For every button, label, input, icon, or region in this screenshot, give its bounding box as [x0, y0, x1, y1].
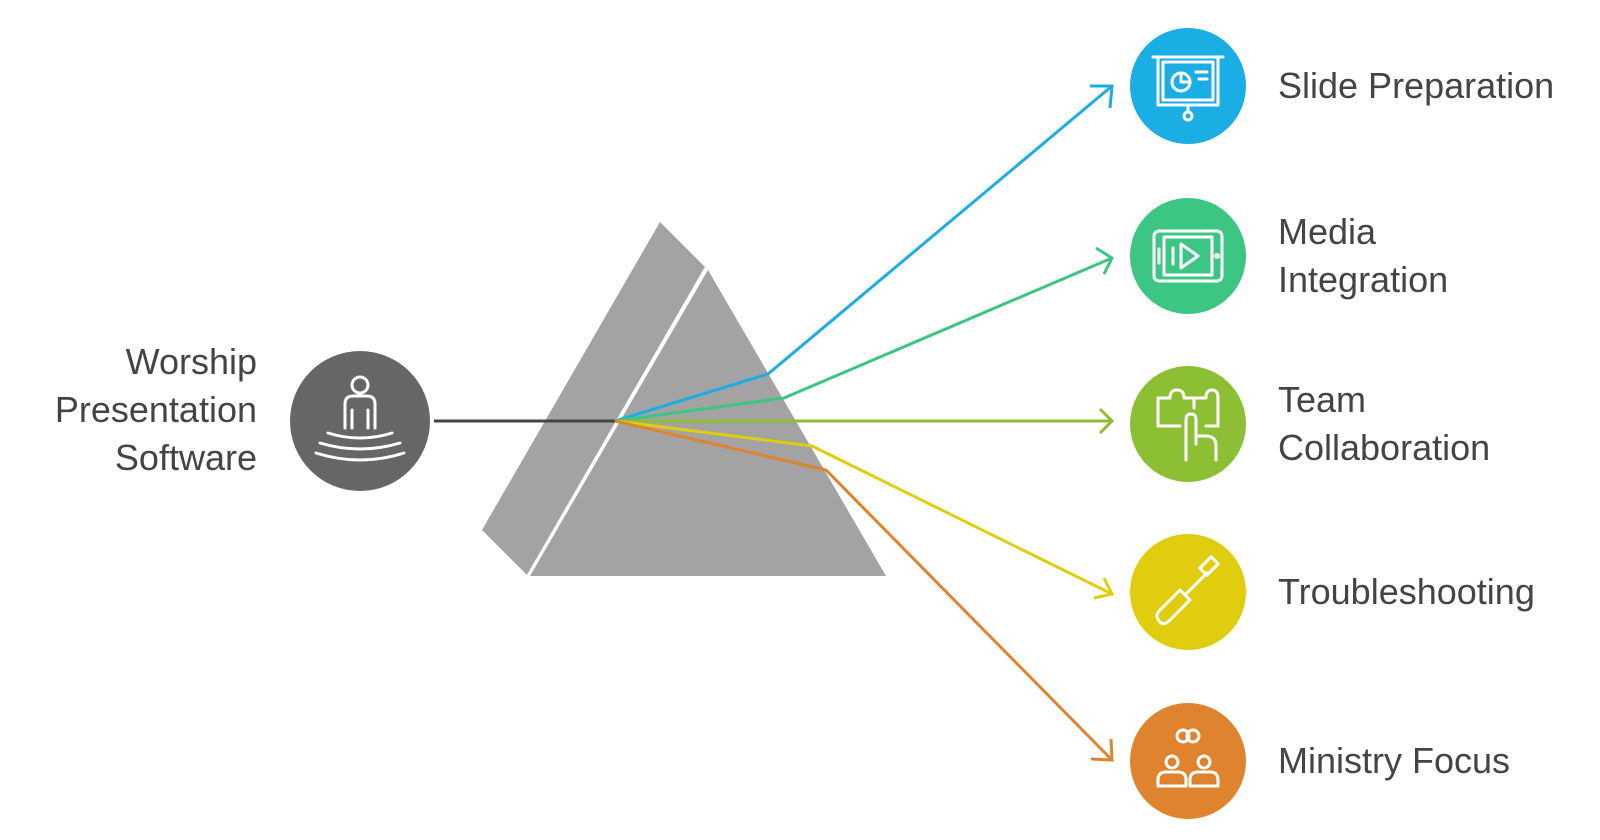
- presentation-board-icon: [1151, 55, 1225, 122]
- source-label-line: Software: [114, 437, 257, 478]
- output-node-media-integration: [1130, 198, 1246, 314]
- beam-media-integration: [614, 256, 1113, 423]
- output-node-slide-preparation: [1130, 28, 1246, 144]
- beam-ministry-focus: [614, 419, 1114, 762]
- team-collaboration-circle: [1130, 366, 1246, 482]
- label-troubleshooting: Troubleshooting: [1278, 568, 1535, 616]
- label-slide-preparation: Slide Preparation: [1278, 62, 1554, 110]
- label-team-collaboration: Team Collaboration: [1278, 376, 1490, 472]
- arrowhead-media-integration: [1095, 246, 1114, 275]
- arrowhead-troubleshooting: [1093, 577, 1115, 600]
- meditation-person-icon: [314, 375, 406, 462]
- output-node-ministry-focus: [1130, 703, 1246, 819]
- prism-side-face: [482, 222, 706, 576]
- prism-front-face: [530, 270, 886, 576]
- label-line: Ministry Focus: [1278, 740, 1511, 781]
- arrowhead-slide-preparation: [1090, 84, 1114, 109]
- output-beams: [614, 84, 1115, 762]
- source-label-line: Presentation: [54, 389, 257, 430]
- source-circle: [290, 351, 430, 491]
- puzzle-hand-icon: [1156, 388, 1220, 462]
- label-media-integration: Media Integration: [1278, 208, 1448, 304]
- arrowhead-ministry-focus: [1090, 738, 1114, 762]
- label-line: Team: [1278, 379, 1367, 420]
- source-label: Worship Presentation Software: [55, 338, 257, 482]
- output-node-team-collaboration: [1130, 366, 1246, 482]
- tablet-video-icon: [1152, 229, 1224, 283]
- arrowhead-team-collaboration: [1098, 407, 1115, 435]
- beam-slide-preparation: [614, 84, 1113, 423]
- label-line: Slide Preparation: [1278, 65, 1555, 106]
- source-node: [290, 351, 430, 491]
- label-line: Media: [1278, 211, 1377, 252]
- beam-troubleshooting: [614, 419, 1113, 596]
- people-connection-icon: [1156, 728, 1220, 788]
- label-line: Integration: [1278, 259, 1449, 300]
- source-label-line: Worship: [125, 341, 257, 382]
- label-line: Troubleshooting: [1278, 571, 1535, 612]
- output-node-troubleshooting: [1130, 534, 1246, 650]
- ministry-focus-circle: [1130, 703, 1246, 819]
- screwdriver-icon: [1155, 555, 1220, 626]
- label-line: Collaboration: [1278, 427, 1491, 468]
- media-integration-circle: [1130, 198, 1246, 314]
- label-ministry-focus: Ministry Focus: [1278, 737, 1510, 785]
